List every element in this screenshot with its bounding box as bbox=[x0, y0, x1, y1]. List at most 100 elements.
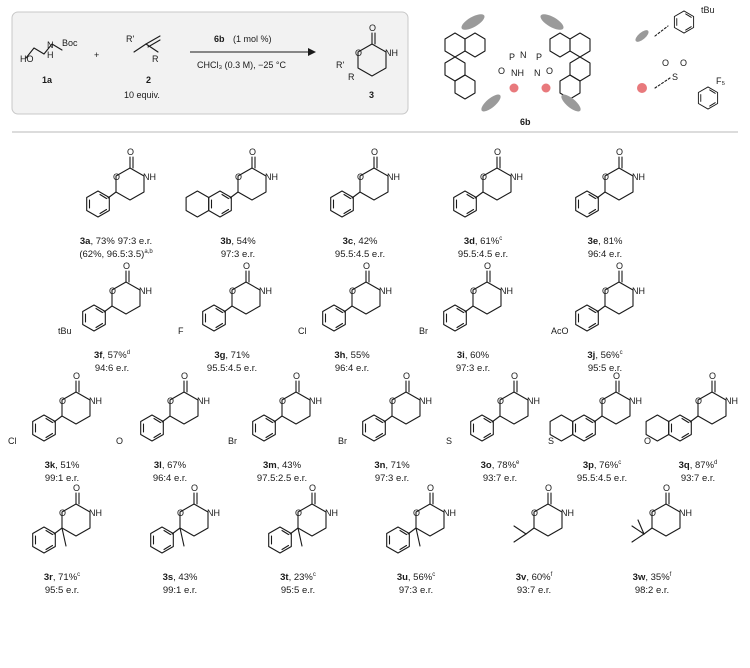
compound-er: 93:7 e.r. bbox=[483, 473, 517, 484]
compound-caption: 3p, 76%c bbox=[583, 460, 621, 471]
carbonyl-o: O bbox=[403, 371, 410, 381]
ring-o: O bbox=[295, 508, 302, 518]
compound-er: 95:5 e.r. bbox=[588, 363, 622, 374]
compound-id: 3r bbox=[44, 572, 53, 583]
ring-nh: NH bbox=[679, 508, 692, 518]
compound-yield: , 60% bbox=[465, 350, 490, 361]
compound-yield: , 78% bbox=[492, 460, 517, 471]
ring-nh: NH bbox=[89, 508, 102, 518]
catalyst-p-right: P bbox=[536, 52, 542, 62]
compound-id: 3f bbox=[94, 350, 103, 361]
compound-id: 3t bbox=[280, 572, 289, 583]
carbonyl-o: O bbox=[616, 261, 623, 271]
compound-caption: 3i, 60% bbox=[457, 350, 490, 361]
compound-yield: , 60% bbox=[526, 572, 551, 583]
reaction-arrow: 6b (1 mol %) CHCl₃ (0.3 M), −25 °C bbox=[190, 34, 316, 70]
compound-id: 3b bbox=[220, 236, 231, 247]
carbonyl-o: O bbox=[191, 483, 198, 493]
carbonyl-o: O bbox=[73, 371, 80, 381]
compound-id: 3n bbox=[374, 460, 385, 471]
footnote-mark: c bbox=[618, 460, 621, 466]
substituent-label: S bbox=[446, 436, 452, 446]
product-r-prime: R' bbox=[336, 60, 344, 70]
compound-er: 98:2 e.r. bbox=[635, 585, 669, 596]
compound-yield: , 81% bbox=[598, 236, 623, 247]
label-2: 2 bbox=[146, 75, 151, 85]
compound-er: 95.5:4.5 e.r. bbox=[335, 249, 385, 260]
ho-label: HO bbox=[20, 54, 34, 64]
footnote-mark: c bbox=[77, 572, 80, 578]
ring-o: O bbox=[413, 508, 420, 518]
ring-o: O bbox=[470, 286, 477, 296]
scheme-panel bbox=[11, 11, 409, 115]
substituent-label: AcO bbox=[551, 326, 569, 336]
ring-o: O bbox=[695, 396, 702, 406]
catalyst-o-2: O bbox=[546, 66, 553, 76]
compound-er: 96:4 e.r. bbox=[153, 473, 187, 484]
carbonyl-o: O bbox=[494, 147, 501, 157]
ring-nh: NH bbox=[139, 286, 152, 296]
legend-s: S bbox=[672, 72, 678, 82]
footnote-mark: c bbox=[432, 572, 435, 578]
carbonyl-o: O bbox=[123, 261, 130, 271]
compound-er: 97:3 e.r. bbox=[456, 363, 490, 374]
ring-nh: NH bbox=[632, 286, 645, 296]
compound-yield: , 87% bbox=[690, 460, 715, 471]
compound-caption: 3n, 71% bbox=[374, 460, 410, 471]
label-1a: 1a bbox=[42, 75, 53, 85]
catalyst-o-1: O bbox=[498, 66, 505, 76]
ring-o: O bbox=[480, 172, 487, 182]
plus-sign: + bbox=[94, 50, 99, 60]
ring-o: O bbox=[602, 286, 609, 296]
product-nh: NH bbox=[385, 48, 398, 58]
compound-id: 3h bbox=[334, 350, 345, 361]
substituent-label: O bbox=[116, 436, 123, 446]
ring-o: O bbox=[531, 508, 538, 518]
carbonyl-o: O bbox=[484, 261, 491, 271]
legend-tbu: tBu bbox=[701, 5, 715, 15]
compound-id: 3l bbox=[154, 460, 162, 471]
carbonyl-o: O bbox=[613, 371, 620, 381]
compound-er: 97:3 e.r. bbox=[375, 473, 409, 484]
ring-nh: NH bbox=[527, 396, 540, 406]
compound-id: 3s bbox=[163, 572, 174, 583]
compound-yield: , 56% bbox=[595, 350, 620, 361]
product-r: R bbox=[348, 72, 355, 82]
footnote-mark: f bbox=[551, 572, 553, 578]
footnote-mark: e bbox=[516, 460, 520, 466]
product-3: O NH O R' R 3 bbox=[336, 23, 398, 100]
n-label: N bbox=[47, 40, 54, 50]
compound-er: 94:6 e.r. bbox=[95, 363, 129, 374]
compound-id: 3i bbox=[457, 350, 465, 361]
compound-yield: , 61% bbox=[475, 236, 500, 247]
footnote-mark: c bbox=[313, 572, 316, 578]
compound-caption: 3g, 71% bbox=[214, 350, 250, 361]
carbonyl-o: O bbox=[616, 147, 623, 157]
carbonyl-o: O bbox=[249, 147, 256, 157]
carbonyl-o: O bbox=[363, 261, 370, 271]
ring-o: O bbox=[389, 396, 396, 406]
ring-o: O bbox=[59, 396, 66, 406]
compound-er: 97:3 e.r. bbox=[221, 249, 255, 260]
compound-caption: 3b, 54% bbox=[220, 236, 256, 247]
reagent-1a: HO N H Boc 1a bbox=[20, 38, 78, 85]
substituent-label: Br bbox=[338, 436, 347, 446]
substituent-label: Br bbox=[419, 326, 428, 336]
ring-nh: NH bbox=[265, 172, 278, 182]
ring-nh: NH bbox=[379, 286, 392, 296]
compound-yield: , 56% bbox=[408, 572, 433, 583]
ring-nh: NH bbox=[629, 396, 642, 406]
compound-id: 3m bbox=[263, 460, 277, 471]
ring-nh: NH bbox=[632, 172, 645, 182]
